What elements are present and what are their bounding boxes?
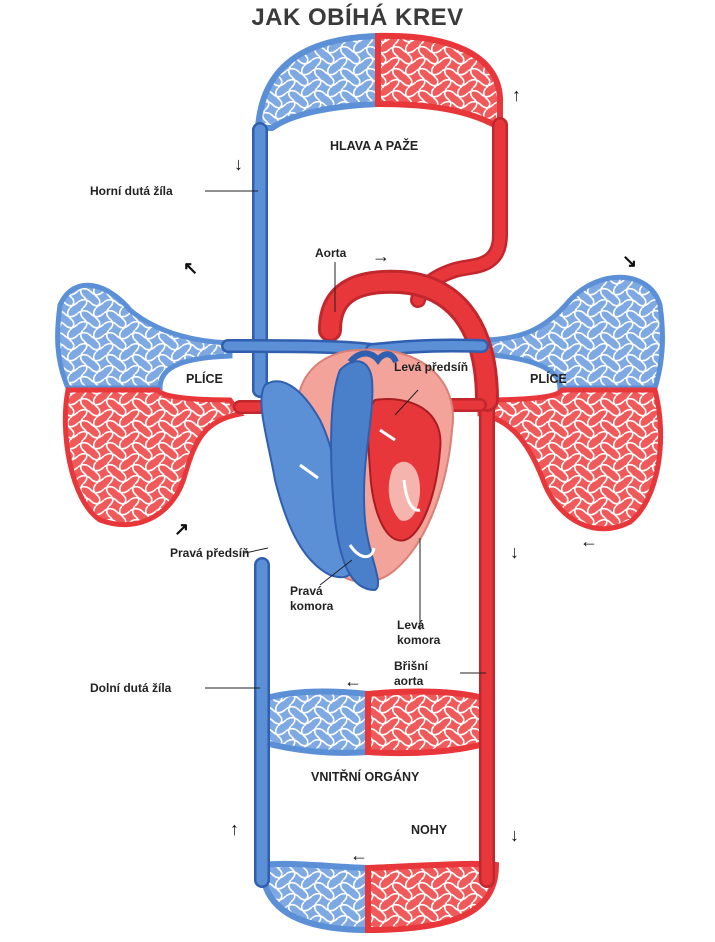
arrow-up-icon: ↑: [512, 86, 521, 104]
arrow-down-right-icon: ↘: [622, 252, 637, 270]
label-legs: NOHY: [411, 823, 447, 837]
arrow-left-icon: ←: [350, 846, 368, 864]
diagram-title: JAK OBÍHÁ KREV: [0, 4, 715, 32]
label-head: HLAVA A PAŽE: [330, 139, 418, 153]
arrow-left-icon: ←: [580, 532, 598, 550]
label-inferior-vena-cava: Dolní dutá žíla: [90, 681, 171, 695]
arrow-down-icon: ↓: [234, 155, 243, 173]
arrow-up-right-icon: ↗: [174, 520, 189, 538]
label-right-ventricle-line2: komora: [290, 599, 333, 613]
head-capillary-bed: [258, 36, 500, 128]
arrow-down-icon: ↓: [510, 543, 519, 561]
arrow-down-icon: ↓: [510, 826, 519, 844]
label-aorta: Aorta: [315, 246, 346, 260]
right-lung-capillary-bed: [480, 277, 662, 528]
arrow-up-icon: ↑: [230, 820, 239, 838]
label-right-atrium: Pravá předsíň: [170, 546, 249, 560]
label-left-atrium: Levá předsíň: [394, 360, 468, 374]
label-left-ventricle-line1: Levá: [397, 618, 424, 632]
label-superior-vena-cava: Horní dutá žíla: [90, 184, 173, 198]
arrow-up-left-icon: ↖: [183, 259, 198, 277]
legs-capillary-bed: [262, 864, 496, 930]
organs-capillary-bed: [260, 692, 490, 754]
label-abdominal-aorta-line2: aorta: [394, 674, 423, 688]
label-abdominal-aorta-line1: Břišní: [394, 659, 428, 673]
arrow-left-icon: ←: [344, 672, 362, 690]
label-left-ventricle-line2: komora: [397, 633, 440, 647]
heart: [261, 350, 453, 590]
left-lung-capillary-bed: [58, 285, 240, 524]
label-organs: VNITŘNÍ ORGÁNY: [311, 770, 419, 784]
label-lungs-right: PLÍCE: [530, 372, 567, 386]
arrow-right-icon: →: [372, 247, 390, 265]
label-right-ventricle-line1: Pravá: [290, 584, 323, 598]
label-lungs-left: PLÍCE: [186, 372, 223, 386]
